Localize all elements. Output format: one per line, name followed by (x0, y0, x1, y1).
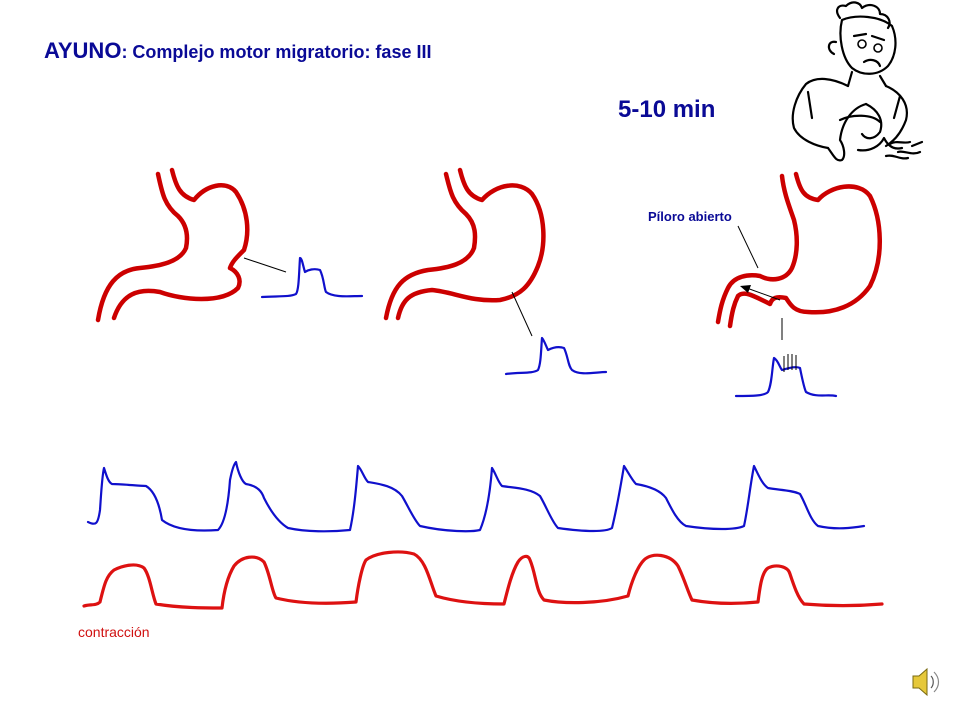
pressure-wave-3 (734, 356, 838, 398)
flow-arrow (743, 286, 781, 301)
pylorus-pointer-line (737, 225, 759, 269)
pylorus-label: Píloro abierto (648, 209, 732, 224)
slide-title: AYUNO: Complejo motor migratorio: fase I… (44, 38, 431, 64)
pointer-line-2 (511, 291, 533, 337)
duration-label: 5-10 min (618, 96, 716, 123)
title-main: AYUNO (44, 38, 122, 63)
stomach-diagram-1 (95, 167, 250, 323)
stomach-diagram-3 (715, 171, 882, 329)
title-subtitle: : Complejo motor migratorio: fase III (121, 42, 432, 62)
patient-stomach-ache-icon (791, 1, 924, 162)
stomach-diagram-2 (383, 167, 546, 321)
pressure-trace (86, 460, 866, 533)
spike-burst (783, 354, 797, 372)
pressure-wave-2 (504, 336, 608, 376)
pointer-line-1 (243, 257, 287, 273)
contraction-label: contracción (78, 624, 150, 640)
arrow-head-icon (740, 285, 751, 293)
speaker-icon[interactable] (912, 667, 940, 697)
pressure-wave-1 (260, 256, 364, 299)
contraction-trace (82, 550, 884, 610)
